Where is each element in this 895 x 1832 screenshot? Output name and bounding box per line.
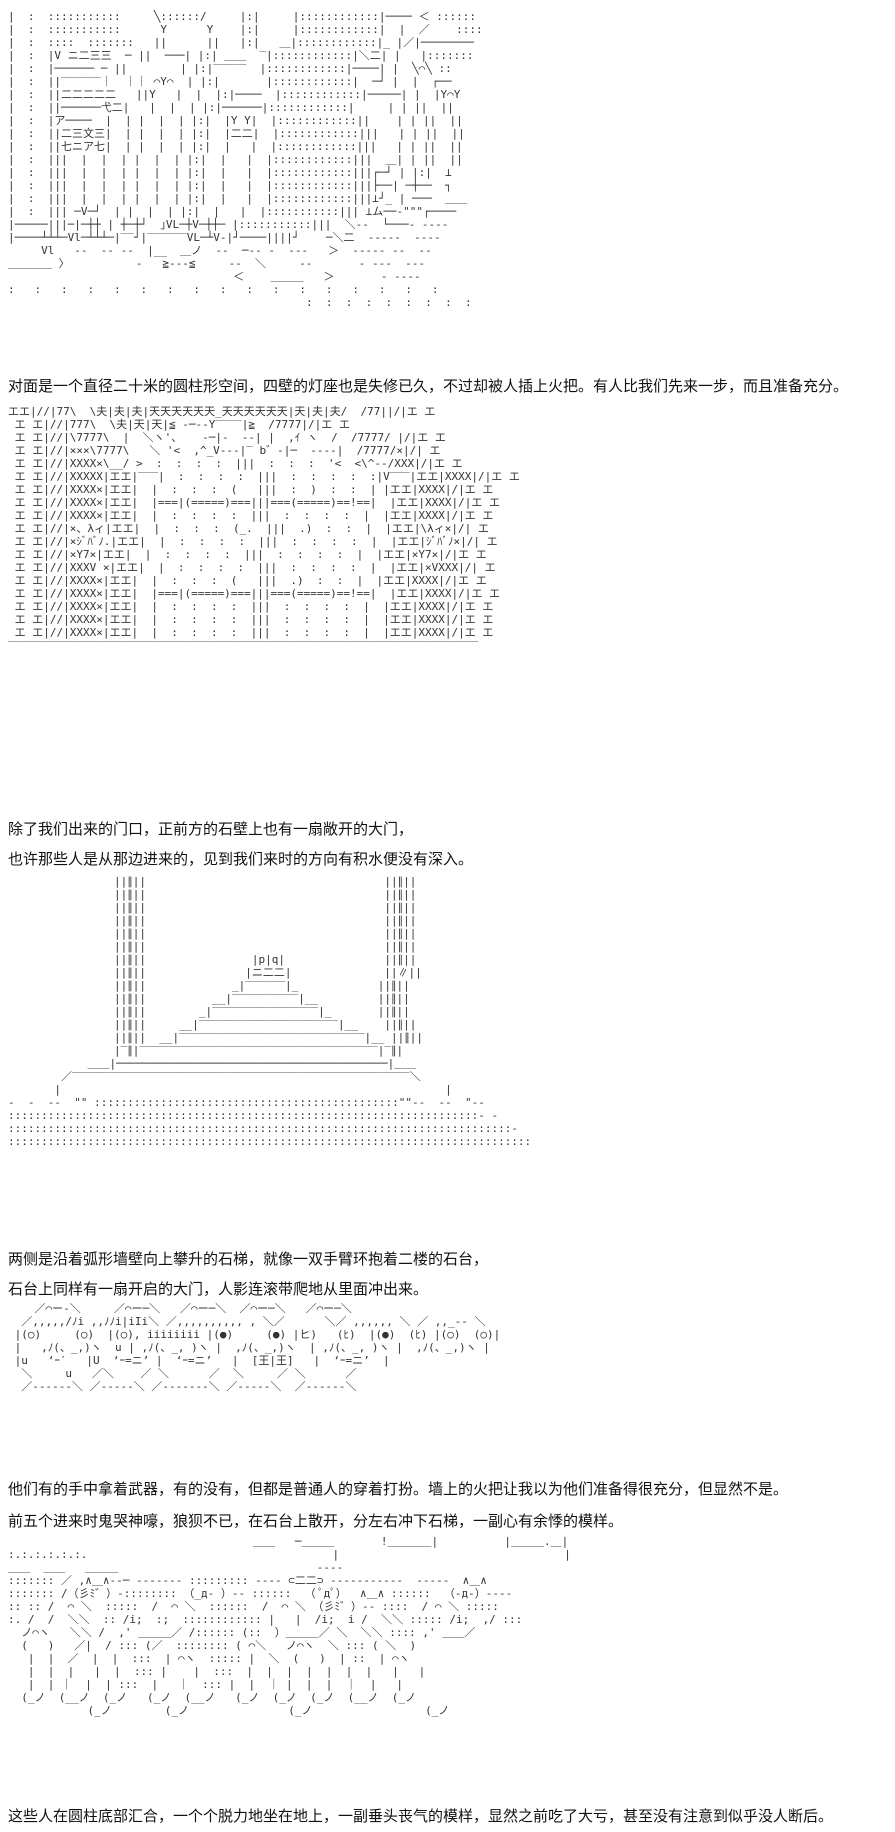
faces-ascii-art: ／⌒ー‐＼ ／⌒ー─＼ ／⌒ー─＼ ／⌒ー─＼ ／⌒ー─＼ ／,,,,,/ﾉi … [14,1302,501,1393]
paragraph-5: 石台上同样有一扇开启的大门，人影连滚带爬地从里面冲出来。 [8,1280,429,1298]
corridor-ascii-art: | : ::::::::::: ╲::::::/ |:| |::::::::::… [8,10,483,309]
hall-ascii-art: エエ|//|77\ \夫|夫|夫|天天天天天天_天天天天天天|天|夫|夫/ /7… [8,405,520,652]
paragraph-8: 这些人在圆柱底部汇合，一个个脱力地坐在地上，一副垂头丧气的模样，显然之前吃了大亏… [8,1807,834,1825]
paragraph-3: 也许那些人是从那边进来的，见到我们来时的方向有积水便没有深入。 [8,850,474,868]
paragraph-6: 他们有的手中拿着武器，有的没有，但都是普通人的穿着打扮。墙上的火把让我以为他们准… [8,1480,789,1498]
paragraph-1: 对面是一个直径二十米的圆柱形空间，四壁的灯座也是失修已久，不过却被人插上火把。有… [8,377,849,395]
paragraph-7: 前五个进来时鬼哭神嚎，狼狈不已，在石台上散开，分左右冲下石梯，一副心有余悸的模样… [8,1512,624,1530]
group-ascii-art: ＿＿ ─＿＿＿ !＿＿＿＿| |＿＿＿.＿| :.:.:.:.:.:. | | … [8,1535,571,1717]
stairs-ascii-art: ||∥|| ||∥|| ||∥|| ||∥|| ||∥|| ||∥|| ||∥|… [8,875,532,1148]
paragraph-4: 两侧是沿着弧形墙壁向上攀升的石梯，就像一双手臂环抱着二楼的石台， [8,1250,489,1268]
paragraph-2: 除了我们出来的门口，正前方的石壁上也有一扇敞开的大门， [8,820,414,838]
